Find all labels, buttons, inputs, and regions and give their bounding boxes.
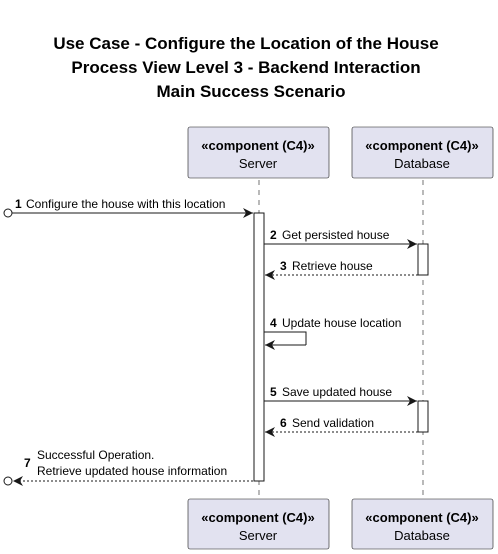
participant-stereotype: «component (C4)» <box>365 510 478 525</box>
message-4[interactable]: 4 Update house location <box>264 316 401 350</box>
participant-stereotype: «component (C4)» <box>201 510 314 525</box>
title-line-3: Main Success Scenario <box>157 82 346 101</box>
message-label-line-1: Successful Operation. <box>37 448 154 462</box>
participant-box <box>187 126 330 179</box>
message-number: 4 <box>270 316 277 330</box>
message-number: 5 <box>270 385 277 399</box>
message-number: 6 <box>280 416 287 430</box>
participant-stereotype: «component (C4)» <box>365 138 478 153</box>
participant-box <box>351 498 494 550</box>
participant-database-top[interactable]: «component (C4)» Database <box>351 126 494 179</box>
diagram-title: Use Case - Configure the Location of the… <box>53 34 438 101</box>
message-2[interactable]: 2 Get persisted house <box>264 228 417 249</box>
message-label: Update house location <box>282 316 401 330</box>
message-7[interactable]: 7 Successful Operation. Retrieve updated… <box>3 448 253 486</box>
message-label: Send validation <box>292 416 374 430</box>
message-number: 2 <box>270 228 277 242</box>
message-3[interactable]: 3 Retrieve house <box>265 259 418 280</box>
database-activation-bar <box>417 400 429 433</box>
message-number: 1 <box>15 197 22 211</box>
participant-database-bottom[interactable]: «component (C4)» Database <box>351 498 494 550</box>
message-label-line-2: Retrieve updated house information <box>37 464 227 478</box>
self-message-path <box>264 331 307 345</box>
participant-name: Server <box>239 528 278 543</box>
participant-stereotype: «component (C4)» <box>201 138 314 153</box>
message-5[interactable]: 5 Save updated house <box>264 385 417 406</box>
message-6[interactable]: 6 Send validation <box>265 416 418 437</box>
database-activation-bar <box>417 243 429 276</box>
participant-name: Database <box>394 156 450 171</box>
exit-circle <box>3 476 13 486</box>
participant-name: Database <box>394 528 450 543</box>
message-1[interactable]: 1 Configure the house with this location <box>3 197 253 218</box>
participant-box <box>187 498 330 550</box>
participant-server-top[interactable]: «component (C4)» Server <box>187 126 330 179</box>
message-number: 7 <box>24 456 31 470</box>
participant-server-bottom[interactable]: «component (C4)» Server <box>187 498 330 550</box>
message-label: Configure the house with this location <box>26 197 225 211</box>
participant-name: Server <box>239 156 278 171</box>
title-line-2: Process View Level 3 - Backend Interacti… <box>71 58 420 77</box>
participant-box <box>351 126 494 179</box>
message-label: Retrieve house <box>292 259 373 273</box>
entry-circle <box>3 208 13 218</box>
title-line-1: Use Case - Configure the Location of the… <box>53 34 438 53</box>
message-label: Save updated house <box>282 385 392 399</box>
message-label: Get persisted house <box>282 228 390 242</box>
server-activation-bar <box>253 212 265 482</box>
message-number: 3 <box>280 259 287 273</box>
